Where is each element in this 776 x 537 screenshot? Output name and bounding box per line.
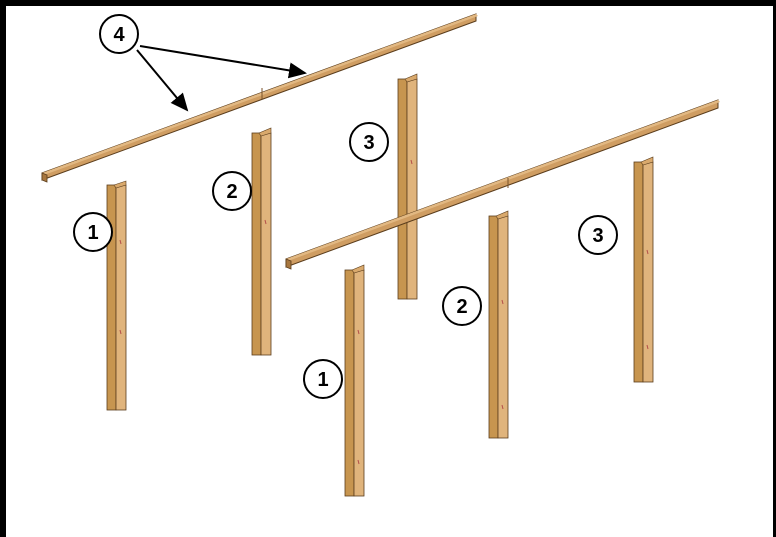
post-front-3: [633, 156, 654, 383]
callout-front-3-label: 3: [592, 225, 603, 247]
callout-front-3: 3: [578, 215, 618, 255]
leader-arrow-right: [139, 45, 307, 79]
callout-back-1: 1: [73, 212, 113, 252]
post-back-3: [397, 73, 418, 300]
callout-4-label: 4: [113, 24, 125, 46]
beam-back: [41, 13, 478, 183]
callout-front-2-label: 2: [456, 296, 467, 318]
post-front-1: [344, 264, 365, 497]
callout-back-1-label: 1: [87, 222, 98, 244]
leader-arrow-left: [136, 49, 189, 112]
callout-back-3-label: 3: [363, 132, 374, 154]
post-back-1: [106, 180, 127, 411]
post-front-2: [488, 210, 509, 439]
post-back-2: [251, 127, 272, 356]
callout-back-3: 3: [349, 122, 389, 162]
callout-4: 4: [99, 14, 139, 54]
callout-back-2-label: 2: [226, 181, 237, 203]
callout-front-1: 1: [303, 359, 343, 399]
callout-front-1-label: 1: [317, 369, 328, 391]
callout-front-2: 2: [442, 286, 482, 326]
callout-back-2: 2: [212, 171, 252, 211]
beam-front: [285, 99, 720, 270]
